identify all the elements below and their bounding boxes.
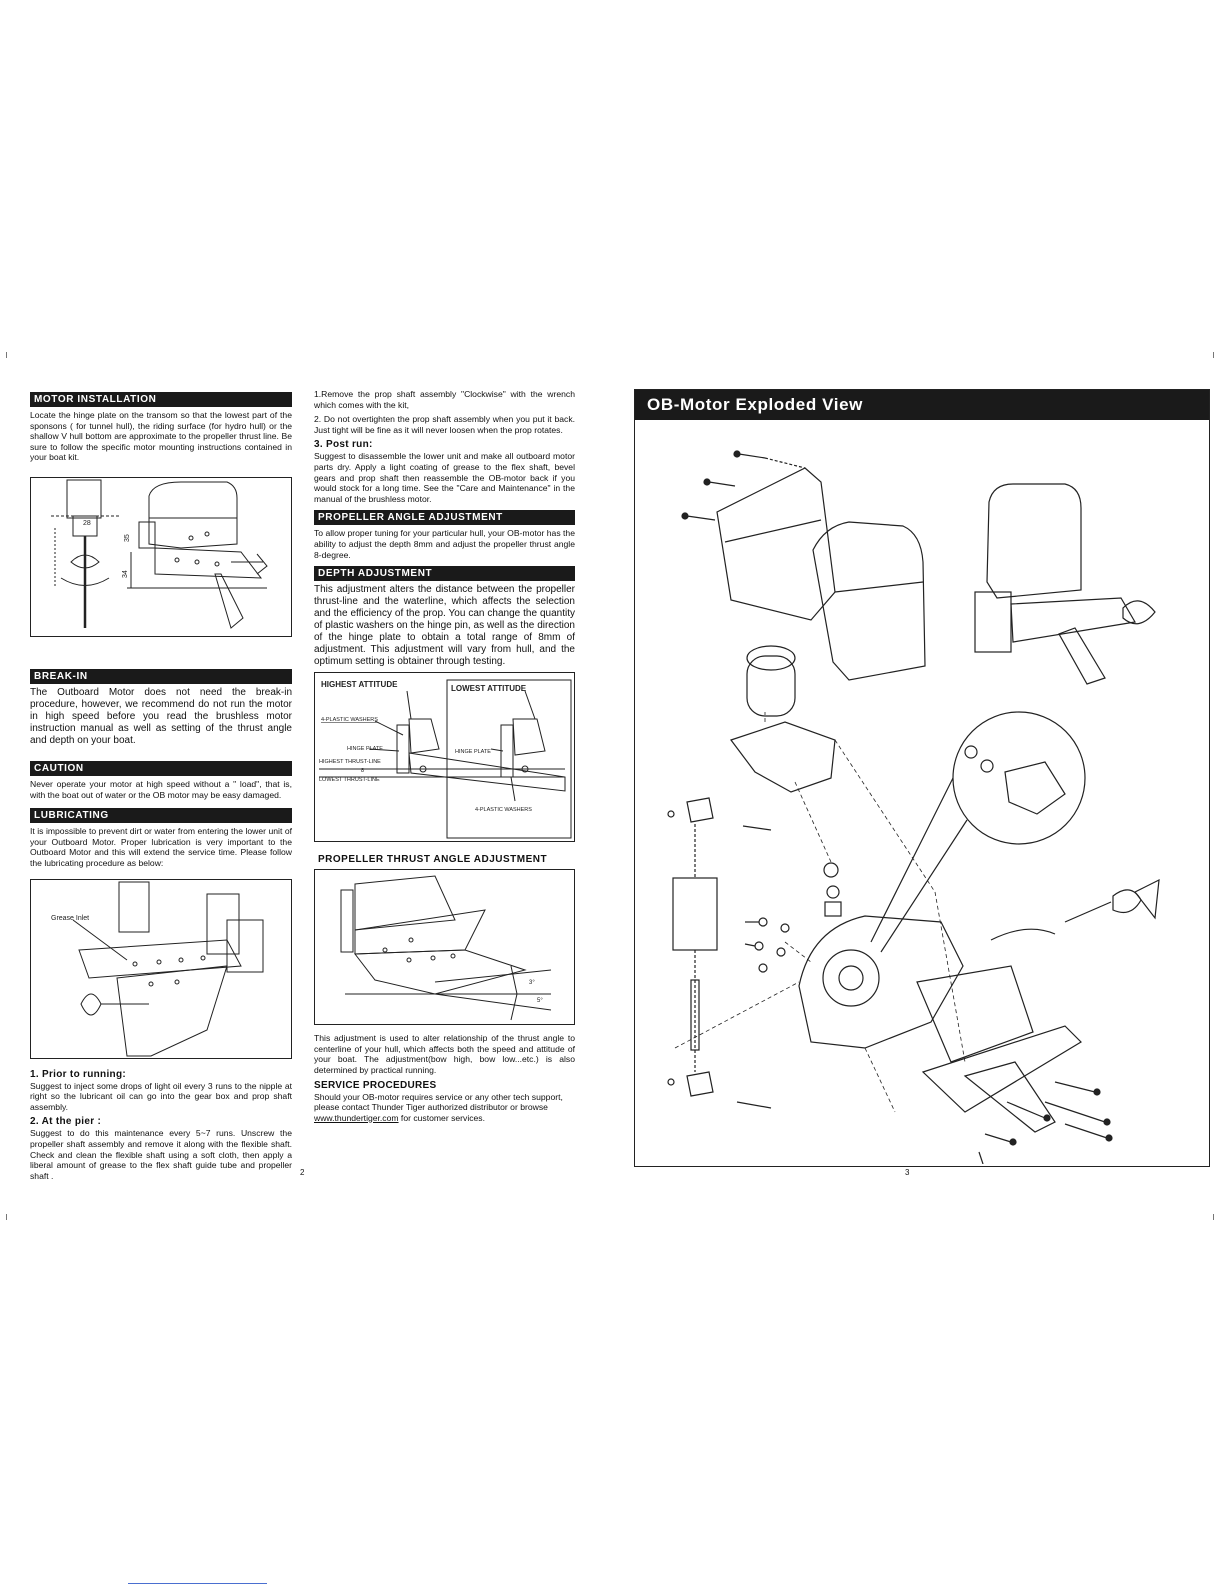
highest-attitude-label: HIGHEST ATTITUDE — [321, 680, 398, 689]
crop-mark — [1213, 1214, 1214, 1220]
plastic-washers-label: 4-PLASTIC WASHERS — [475, 807, 532, 813]
exploded-view-panel: OB-Motor Exploded View — [634, 389, 1210, 1167]
dimension-label: 35 — [124, 534, 131, 542]
bottom-rule — [128, 1583, 267, 1584]
post-run-text: Suggest to disassemble the lower unit an… — [314, 451, 575, 504]
thrust-angle-text: This adjustment is used to alter relatio… — [314, 1033, 575, 1075]
angle-label: 3° — [529, 980, 535, 986]
motor-mounting-figure: 28 35 34 — [30, 476, 292, 637]
mounting-illustration: 28 35 34 — [51, 479, 268, 629]
thrust-angle-heading: PROPELLER THRUST ANGLE ADJUSTMENT — [318, 854, 548, 866]
grease-inlet-label: Grease Inlet — [51, 915, 89, 922]
break-in-heading: BREAK-IN — [30, 668, 292, 684]
lubricating-text: It is impossible to prevent dirt or wate… — [30, 826, 292, 868]
motor-installation-text: Locate the hinge plate on the transom so… — [30, 410, 292, 463]
plastic-washers-label: 4-PLASTIC WASHERS — [321, 717, 378, 723]
thrust-angle-figure: 3° 5° — [314, 869, 575, 1026]
step-1-text: 1.Remove the prop shaft assembly "Clockw… — [314, 389, 575, 410]
crop-mark — [6, 1214, 7, 1220]
motor-installation-heading: MOTOR INSTALLATION — [30, 392, 292, 407]
lubricating-heading: LUBRICATING — [30, 808, 292, 824]
lowest-attitude-label: LOWEST ATTITUDE — [451, 684, 527, 693]
thrust-angle-illustration: 3° 5° — [340, 875, 552, 1021]
lowest-thrust-line-label: LOWEST THRUST-LINE — [319, 777, 380, 783]
dimension-label: 28 — [83, 520, 91, 527]
break-in-text: The Outboard Motor does not need the bre… — [30, 686, 292, 746]
page-number-right: 3 — [905, 1168, 910, 1177]
page-number-left: 2 — [300, 1168, 305, 1177]
prior-to-running-text: Suggest to inject some drops of light oi… — [30, 1080, 292, 1112]
highest-thrust-line-label: HIGHEST THRUST-LINE — [319, 759, 381, 765]
exploded-view-title: OB-Motor Exploded View — [635, 390, 1209, 420]
dimension-label: 8 — [361, 768, 364, 774]
crop-mark — [1213, 352, 1214, 358]
attitude-illustration: HIGHEST ATTITUDE LOWEST ATTITUDE 4-PLAST… — [319, 679, 572, 839]
propeller-angle-heading: PROPELLER ANGLE ADJUSTMENT — [314, 510, 575, 526]
depth-adjustment-figure: HIGHEST ATTITUDE LOWEST ATTITUDE 4-PLAST… — [314, 672, 575, 843]
hinge-plate-label: HINGE PLATE — [455, 749, 491, 755]
step-2-text: 2. Do not overtighten the prop shaft ass… — [314, 414, 575, 435]
crop-mark — [6, 352, 7, 358]
prior-to-running-heading: 1. Prior to running: — [30, 1068, 126, 1080]
propeller-angle-text: To allow proper tuning for your particul… — [314, 528, 575, 560]
lubrication-figure: Grease Inlet — [30, 878, 292, 1059]
left-column: MOTOR INSTALLATION Locate the hinge plat… — [30, 392, 292, 1185]
service-procedures-text: Should your OB-motor requires service or… — [314, 1091, 563, 1123]
at-the-pier-heading: 2. At the pier : — [30, 1116, 102, 1128]
depth-adjustment-text: This adjustment alters the distance betw… — [314, 584, 575, 668]
depth-adjustment-heading: DEPTH ADJUSTMENT — [314, 566, 575, 582]
grease-inlet-illustration: Grease Inlet — [51, 881, 264, 1057]
dimension-label: 34 — [122, 570, 129, 578]
thundertiger-link[interactable]: www.thundertiger.com — [314, 1112, 399, 1123]
caution-heading: CAUTION — [30, 760, 292, 776]
service-procedures-heading: SERVICE PROCEDURES — [314, 1079, 437, 1091]
at-the-pier-text: Suggest to do this maintenance every 5~7… — [30, 1128, 292, 1181]
middle-column: 1.Remove the prop shaft assembly "Clockw… — [314, 389, 575, 1127]
caution-text: Never operate your motor at high speed w… — [30, 778, 292, 800]
angle-label: 5° — [537, 998, 543, 1004]
post-run-heading: 3. Post run: — [314, 439, 373, 451]
exploded-view-diagram — [667, 450, 1160, 1164]
hinge-plate-label: HINGE PLATE — [347, 746, 383, 752]
